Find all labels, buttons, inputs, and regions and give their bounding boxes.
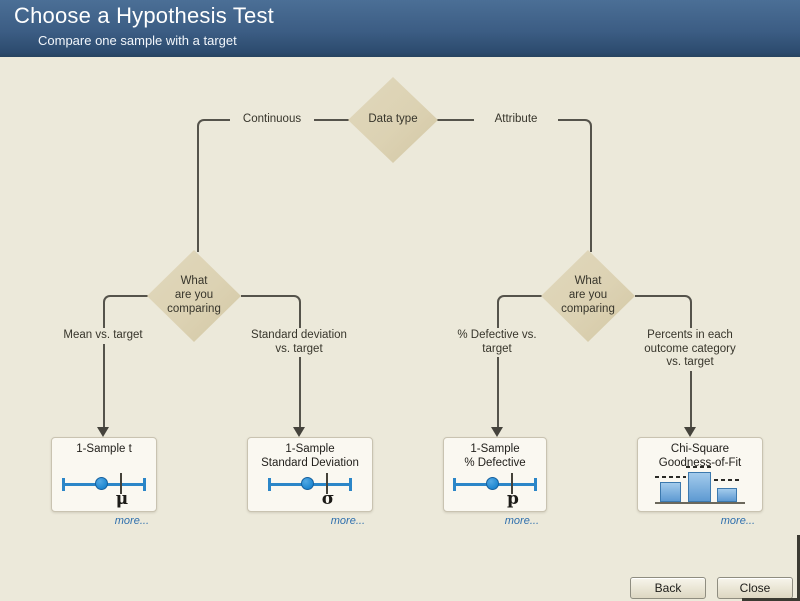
card-1-sample-t[interactable]: 1-Sample t μ bbox=[51, 437, 157, 512]
target-dash-icon bbox=[714, 479, 742, 481]
interval-plot-icon: σ bbox=[268, 471, 352, 511]
interval-plot-icon: μ bbox=[62, 471, 146, 511]
more-link-1-sample-stdev[interactable]: more... bbox=[330, 515, 365, 527]
card-title: 1-Sample % Defective bbox=[464, 443, 526, 469]
sample-point-icon bbox=[301, 477, 314, 490]
dialog-header: Choose a Hypothesis Test Compare one sam… bbox=[0, 0, 800, 57]
back-button[interactable]: Back bbox=[630, 577, 706, 599]
connector-root-right bbox=[437, 119, 592, 252]
arrow-down-icon bbox=[491, 427, 503, 437]
connector-mean bbox=[103, 295, 150, 428]
window-border-right bbox=[797, 535, 800, 601]
decision-node-label: Data type bbox=[368, 113, 418, 126]
branch-label-defective: % Defective vs. target bbox=[437, 328, 557, 358]
connector-root-left bbox=[197, 119, 352, 252]
close-button[interactable]: Close bbox=[717, 577, 793, 599]
card-1-sample-stdev[interactable]: 1-Sample Standard Deviation σ bbox=[247, 437, 373, 512]
target-dash-icon bbox=[655, 476, 686, 478]
card-title: 1-Sample Standard Deviation bbox=[261, 443, 359, 469]
more-link-1-sample-pct-defective[interactable]: more... bbox=[504, 515, 539, 527]
more-link-chi-square-gof[interactable]: more... bbox=[720, 515, 755, 527]
card-chi-square-gof[interactable]: Chi-Square Goodness-of-Fit bbox=[637, 437, 763, 512]
arrow-down-icon bbox=[97, 427, 109, 437]
symbol-mu: μ bbox=[115, 489, 129, 509]
arrow-down-icon bbox=[684, 427, 696, 437]
target-tick-icon bbox=[326, 473, 328, 494]
more-link-1-sample-t[interactable]: more... bbox=[114, 515, 149, 527]
card-1-sample-pct-defective[interactable]: 1-Sample % Defective p bbox=[443, 437, 547, 512]
sample-point-icon bbox=[95, 477, 108, 490]
page-title: Choose a Hypothesis Test bbox=[14, 3, 274, 28]
page-subtitle: Compare one sample with a target bbox=[38, 33, 237, 48]
card-title: 1-Sample t bbox=[76, 443, 132, 455]
decision-node-label: What are you comparing bbox=[167, 275, 221, 315]
branch-label-stdev: Standard deviation vs. target bbox=[239, 328, 359, 358]
decision-node-label: What are you comparing bbox=[561, 275, 615, 315]
branch-label-continuous: Continuous bbox=[230, 112, 314, 128]
target-dash-icon bbox=[686, 466, 714, 468]
decision-node-data-type: Data type bbox=[348, 77, 438, 163]
symbol-sigma: σ bbox=[321, 489, 335, 509]
symbol-p: p bbox=[507, 489, 519, 509]
target-tick-icon bbox=[511, 473, 513, 494]
branch-label-mean: Mean vs. target bbox=[43, 328, 163, 344]
window-border-bottom bbox=[742, 598, 800, 601]
arrow-down-icon bbox=[293, 427, 305, 437]
branch-label-attribute: Attribute bbox=[474, 112, 558, 128]
connector-stdev bbox=[241, 295, 301, 428]
bar-chart-icon bbox=[655, 464, 745, 504]
card-title: Chi-Square Goodness-of-Fit bbox=[658, 443, 742, 469]
branch-label-percents: Percents in each outcome category vs. ta… bbox=[630, 328, 750, 371]
sample-point-icon bbox=[486, 477, 499, 490]
connector-defective bbox=[497, 295, 544, 428]
interval-plot-icon: p bbox=[453, 471, 537, 511]
target-tick-icon bbox=[120, 473, 122, 494]
